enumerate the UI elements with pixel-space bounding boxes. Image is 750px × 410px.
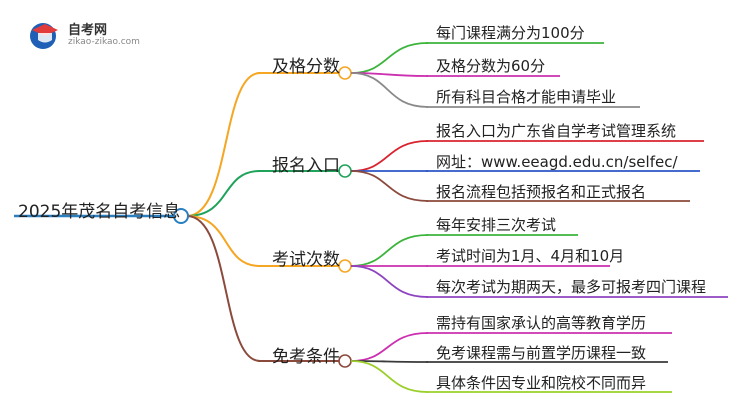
logo-title: 自考网 xyxy=(68,23,108,38)
root-label: 2025年茂名自考信息 xyxy=(18,202,181,222)
leaf-label: 每次考试为期两天，最多可报考四门课程 xyxy=(436,278,707,296)
branch-leaf-connector xyxy=(350,265,429,298)
leaf-label: 需持有国家承认的高等教育学历 xyxy=(436,314,647,332)
leaf-label: 所有科目合格才能申请毕业 xyxy=(436,88,617,106)
branch-label-passing-score: 及格分数 xyxy=(272,57,340,77)
leaf-label: 网址：www.eeagd.edu.cn/selfec/ xyxy=(436,153,678,171)
logo-url: zikao-zikao.com xyxy=(68,37,140,47)
branch-leaf-connector xyxy=(350,140,429,172)
root-branch-connector xyxy=(186,72,261,217)
branch-node xyxy=(338,259,352,273)
branch-leaf-connector xyxy=(350,42,429,74)
root-branch-connector xyxy=(186,215,261,362)
root-node xyxy=(173,208,189,224)
branch-node xyxy=(338,66,352,80)
leaf-label: 报名流程包括预报名和正式报名 xyxy=(436,183,647,201)
branch-label-exam-frequency: 考试次数 xyxy=(272,250,340,270)
leaf-label: 具体条件因专业和院校不同而异 xyxy=(436,374,647,392)
leaf-label: 考试时间为1月、4月和10月 xyxy=(436,247,625,265)
graduation-cap-icon xyxy=(30,23,58,49)
root-branch-connector xyxy=(186,170,261,217)
branch-leaf-connector xyxy=(350,360,429,393)
branch-leaf-connector xyxy=(350,332,429,362)
leaf-label: 报名入口为广东省自学考试管理系统 xyxy=(436,122,677,140)
branch-node xyxy=(338,354,352,368)
logo: 自考网 zikao-zikao.com xyxy=(28,16,140,56)
leaf-label: 每年安排三次考试 xyxy=(436,216,557,234)
branch-label-registration: 报名入口 xyxy=(272,156,340,176)
root-branch-connector xyxy=(186,215,261,267)
leaf-label: 免考课程需与前置学历课程一致 xyxy=(436,344,647,362)
branch-leaf-connector xyxy=(350,72,429,108)
branch-label-exemption: 免考条件 xyxy=(272,347,340,367)
leaf-label: 每门课程满分为100分 xyxy=(436,24,585,42)
branch-node xyxy=(338,164,352,178)
branch-leaf-connector xyxy=(350,170,429,202)
branch-leaf-connector xyxy=(350,234,429,267)
leaf-label: 及格分数为60分 xyxy=(436,57,546,75)
